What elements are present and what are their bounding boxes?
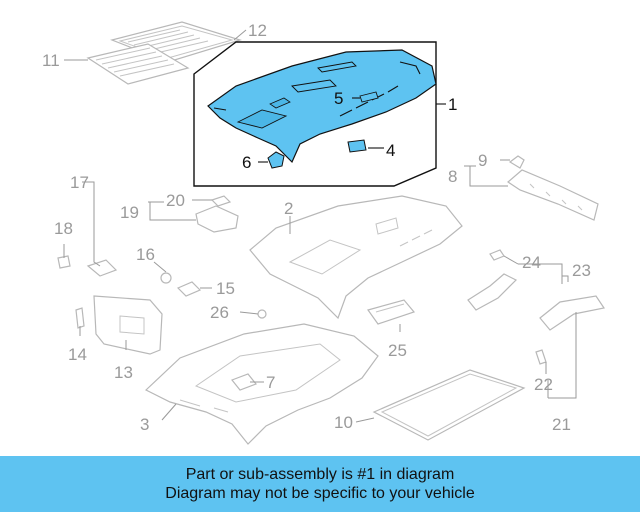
part-17-holder[interactable] <box>86 259 118 277</box>
part-3-headliner-sunroof[interactable] <box>144 323 379 445</box>
part-8-side-rail[interactable] <box>507 169 599 221</box>
callout-20[interactable]: 20 <box>166 191 185 210</box>
callout-25[interactable]: 25 <box>388 341 407 360</box>
callout-14[interactable]: 14 <box>68 345 87 364</box>
part-23-bracket[interactable] <box>467 273 518 311</box>
part-6-clip[interactable] <box>267 151 285 169</box>
callout-6[interactable]: 6 <box>242 153 251 172</box>
part-4-pad[interactable] <box>347 139 367 153</box>
part-24-clip[interactable] <box>489 249 505 261</box>
callout-18[interactable]: 18 <box>54 219 73 238</box>
banner-line-1: Part or sub-assembly is #1 in diagram <box>185 466 455 483</box>
part-25-lamp[interactable] <box>367 299 416 325</box>
part-10-sunroof-seal[interactable] <box>372 369 526 441</box>
callout-24[interactable]: 24 <box>522 253 541 272</box>
part-9-bracket[interactable] <box>508 155 525 169</box>
callout-13[interactable]: 13 <box>114 363 133 382</box>
callout-9[interactable]: 9 <box>478 151 487 170</box>
part-20-lamp[interactable] <box>210 195 232 207</box>
callout-3[interactable]: 3 <box>140 415 149 434</box>
part-1-headliner[interactable] <box>207 49 437 164</box>
banner-line-2: Diagram may not be specific to your vehi… <box>165 485 475 502</box>
callout-10[interactable]: 10 <box>334 413 353 432</box>
callouts: 1 2 3 4 5 6 7 8 9 10 11 12 13 14 15 16 1… <box>42 21 591 434</box>
part-15-clip[interactable] <box>176 281 202 297</box>
part-11-sunshade[interactable] <box>86 43 190 85</box>
callout-2[interactable]: 2 <box>284 199 293 218</box>
part-18-clip[interactable] <box>57 255 71 269</box>
callout-19[interactable]: 19 <box>120 203 139 222</box>
part-19-console[interactable] <box>195 205 239 233</box>
part-7-bracket[interactable] <box>231 373 257 391</box>
callout-21[interactable]: 21 <box>552 415 571 434</box>
callout-4[interactable]: 4 <box>386 141 395 160</box>
callout-23[interactable]: 23 <box>572 261 591 280</box>
leader-lines <box>63 29 577 423</box>
callout-26[interactable]: 26 <box>210 303 229 322</box>
callout-11[interactable]: 11 <box>42 51 60 70</box>
callout-7[interactable]: 7 <box>266 373 275 392</box>
callout-1[interactable]: 1 <box>448 95 457 114</box>
callout-22[interactable]: 22 <box>534 375 553 394</box>
callout-17[interactable]: 17 <box>70 173 89 192</box>
part-5-clip[interactable] <box>359 91 379 103</box>
callout-15[interactable]: 15 <box>216 279 235 298</box>
part-14-screw[interactable] <box>75 307 85 329</box>
callout-12[interactable]: 12 <box>248 21 267 40</box>
callout-16[interactable]: 16 <box>136 245 155 264</box>
part-26-clip[interactable] <box>257 309 267 319</box>
part-13-sun-visor[interactable] <box>93 295 163 355</box>
callout-8[interactable]: 8 <box>448 167 457 186</box>
part-22-bolt[interactable] <box>535 349 547 365</box>
part-16-screw[interactable] <box>160 272 172 284</box>
info-banner: Part or sub-assembly is #1 in diagram Di… <box>0 456 640 512</box>
part-21-grab-handle[interactable] <box>539 295 605 331</box>
part-2-headliner-alt[interactable] <box>249 195 463 320</box>
callout-5[interactable]: 5 <box>334 89 343 108</box>
